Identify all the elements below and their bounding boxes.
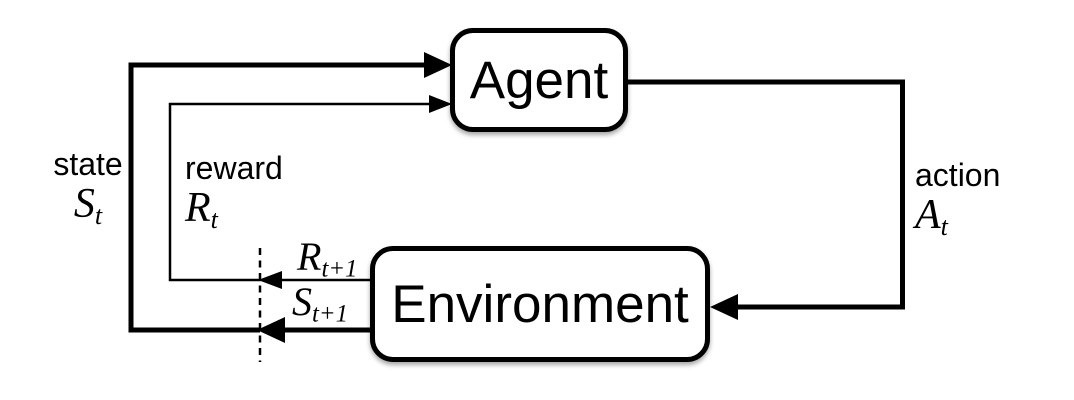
next-reward-variable-subscript: t+1 bbox=[321, 255, 358, 283]
state-variable-base: S bbox=[73, 181, 95, 227]
environment-box-label: Environment bbox=[391, 274, 689, 334]
next-reward-variable-label: Rt+1 bbox=[297, 236, 357, 282]
action-variable-base: A bbox=[915, 192, 941, 238]
next-reward-arrowhead-icon bbox=[258, 271, 282, 289]
next-state-variable-base: S bbox=[292, 279, 312, 324]
state-variable-subscript: t bbox=[94, 200, 103, 230]
next-state-arrowhead-icon bbox=[257, 317, 285, 343]
action-word-label: action bbox=[915, 157, 1001, 193]
reward-variable-base: R bbox=[185, 185, 211, 231]
environment-box: Environment bbox=[370, 246, 710, 362]
state-variable-label: St bbox=[40, 182, 136, 229]
reward-line bbox=[168, 102, 431, 282]
state-line bbox=[128, 62, 426, 333]
action-line bbox=[626, 79, 905, 310]
next-state-variable-subscript: t+1 bbox=[312, 300, 349, 328]
agent-box-label: Agent bbox=[469, 50, 609, 110]
reward-arrowhead-icon bbox=[429, 95, 452, 113]
state-arrowhead-icon bbox=[424, 52, 452, 78]
agent-box: Agent bbox=[450, 28, 628, 132]
reward-word-label: reward bbox=[185, 150, 283, 186]
next-reward-variable-base: R bbox=[297, 234, 322, 279]
state-word-label: state bbox=[53, 146, 123, 182]
reward-variable-label: Rt bbox=[185, 186, 218, 233]
action-variable-label: At bbox=[915, 193, 948, 240]
next-state-variable-label: St+1 bbox=[292, 281, 348, 327]
reward-variable-subscript: t bbox=[210, 204, 218, 234]
action-arrowhead-icon bbox=[710, 294, 738, 320]
action-variable-subscript: t bbox=[940, 211, 948, 241]
